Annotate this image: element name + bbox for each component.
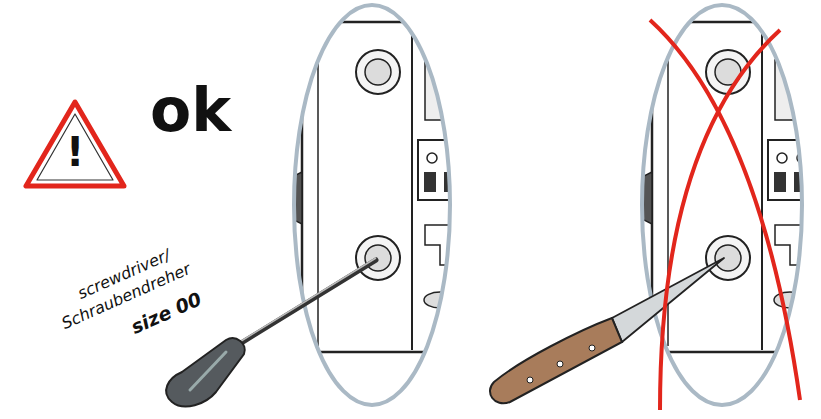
ok-mark: ok	[150, 80, 231, 140]
warning-symbol: !	[66, 132, 84, 172]
